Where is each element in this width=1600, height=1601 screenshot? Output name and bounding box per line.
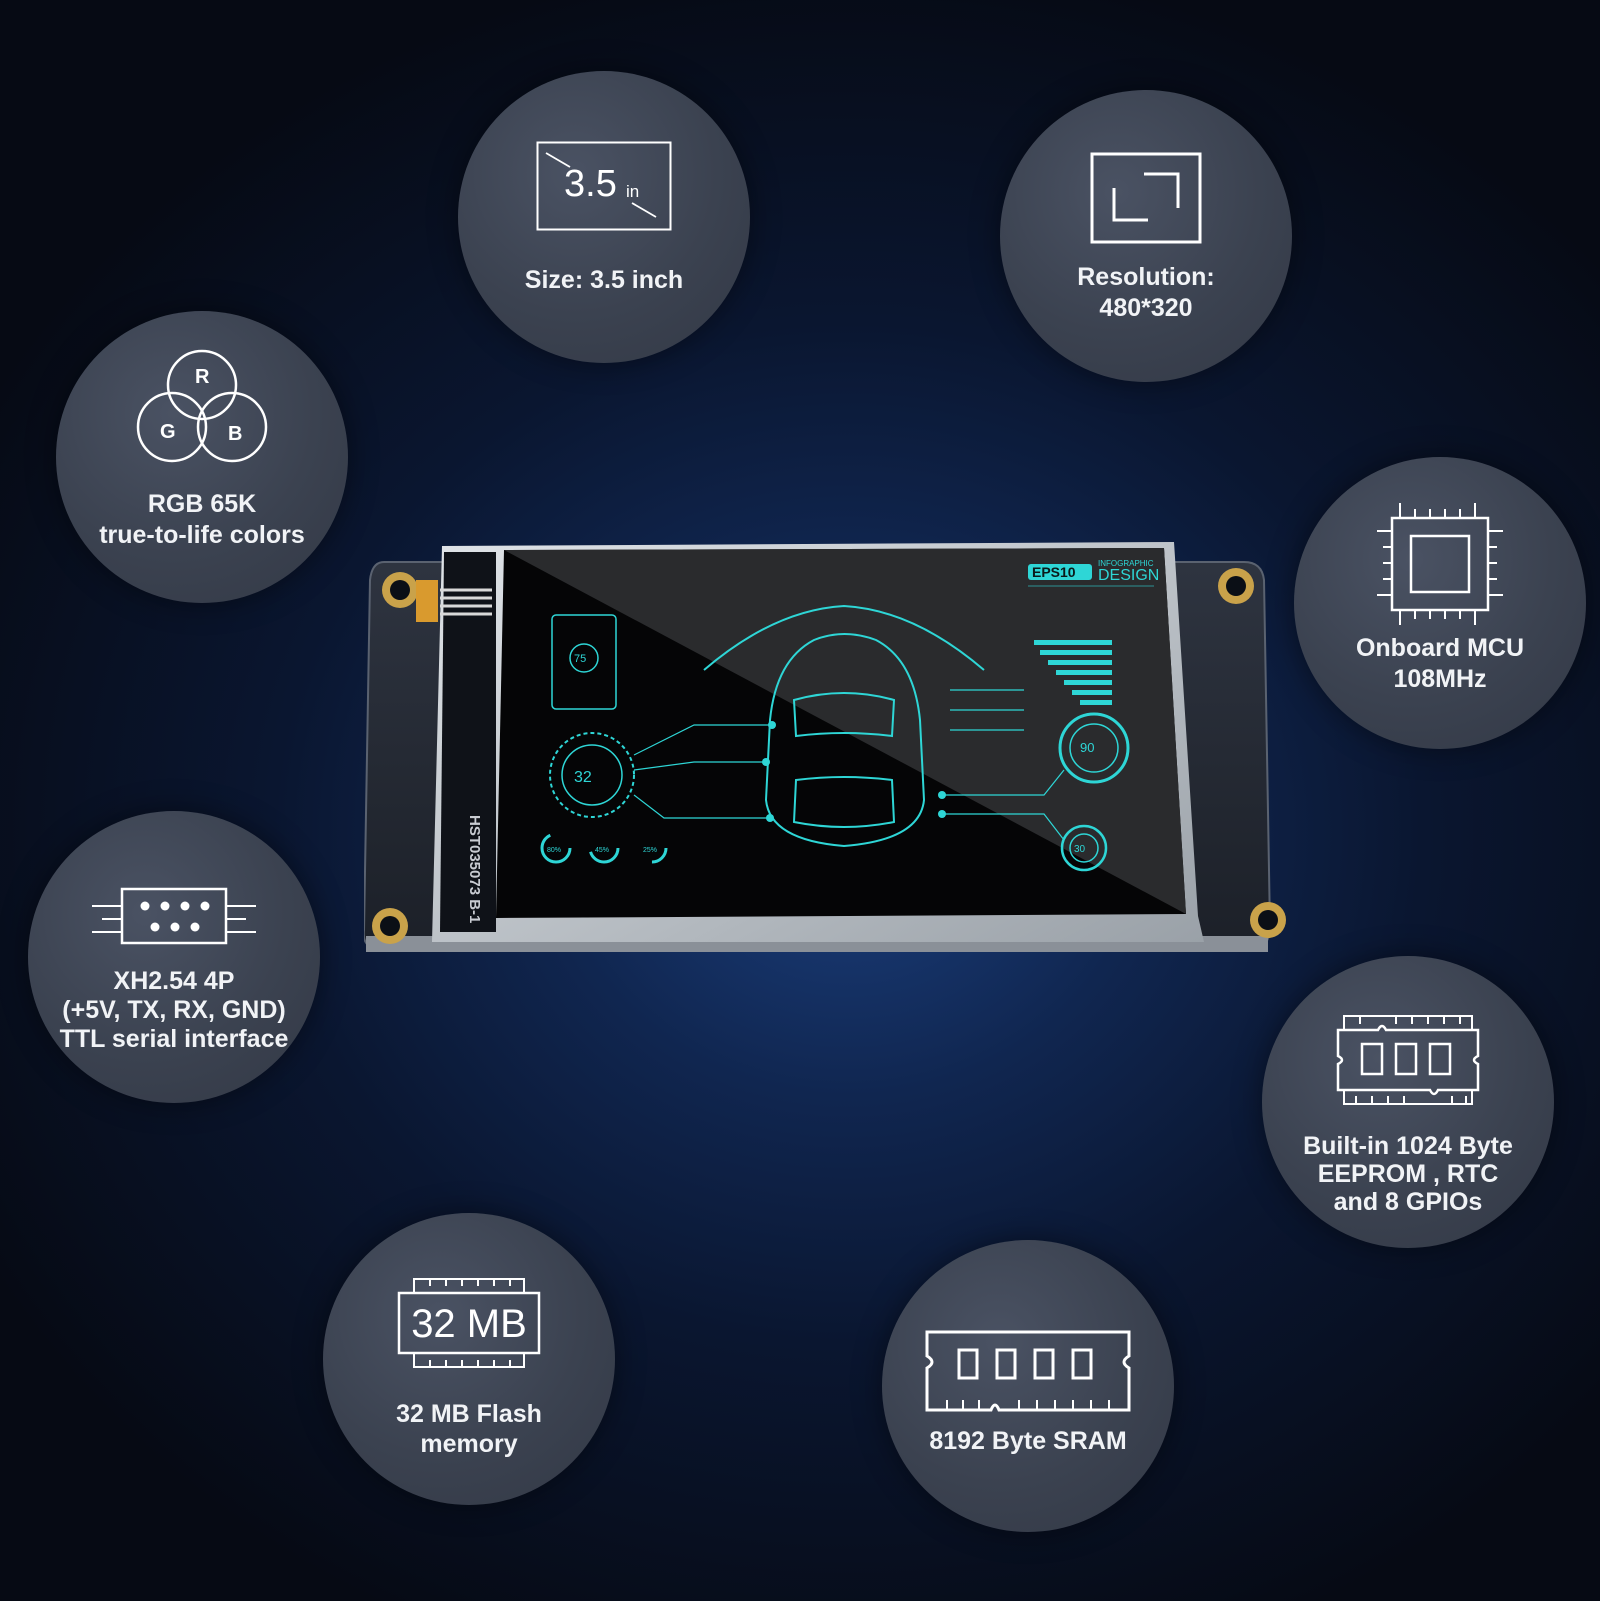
connector-icon (28, 885, 320, 947)
car-outline (703, 604, 985, 848)
feature-rgb: R G B RGB 65K true-to-life colors (56, 311, 348, 603)
size-icon-value: 3.5 (564, 163, 617, 205)
screen-heading-top: INFOGRAPHIC (1098, 559, 1154, 568)
resolution-corner-icon (1000, 152, 1292, 244)
flash-icon-text: 32 MB (411, 1302, 527, 1346)
feature-xh-connector: XH2.54 4P (+5V, TX, RX, GND) TTL serial … (28, 811, 320, 1103)
flash-chip-icon: 32 MB (323, 1271, 615, 1375)
screen-ring-3: 25% (643, 847, 657, 854)
size-icon-unit: in (626, 182, 639, 201)
screen-gauge-right: 90 (1080, 740, 1094, 755)
feature-size-label: Size: 3.5 inch (524, 266, 684, 294)
feature-sram-label: 8192 Byte SRAM (929, 1427, 1127, 1455)
feature-rgb-label: RGB 65K true-to-life colors (99, 490, 305, 549)
ram-stick-icon (882, 1328, 1174, 1414)
feature-mcu-label: Onboard MCU 108MHz (1355, 634, 1525, 693)
screen-callout-lines (633, 689, 1065, 841)
screen-ring-2: 45% (595, 847, 609, 854)
feature-eeprom: Built-in 1024 Byte EEPROM , RTC and 8 GP… (1262, 956, 1554, 1248)
screen-bar-stack (1034, 640, 1112, 705)
screen-gauge-main: 32 (574, 769, 592, 786)
feature-flash-label: 32 MB Flash memory (396, 1400, 542, 1458)
screen-badge: EPS10 (1032, 564, 1076, 580)
screen-diagonal-icon: 3.5 in (458, 141, 750, 231)
rgb-r-letter: R (195, 366, 210, 388)
chip-icon (1294, 501, 1586, 627)
screen-ring-1: 80% (547, 847, 561, 854)
screen-gauge-small: 30 (1074, 844, 1086, 855)
rgb-g-letter: G (160, 421, 176, 443)
memory-module-icon (1262, 1012, 1554, 1108)
feature-flash: 32 MB 32 MB Flash memory (323, 1213, 615, 1505)
feature-size: 3.5 in Size: 3.5 inch (458, 71, 750, 363)
feature-resolution: Resolution: 480*320 (1000, 90, 1292, 382)
feature-sram: 8192 Byte SRAM (882, 1240, 1174, 1532)
display-module: HST035073 B-1 EPS10 INFOGRAPHIC DESIGN 7… (362, 540, 1294, 975)
mounting-holes (372, 568, 1286, 944)
pcb-model-text: HST035073 B-1 (466, 815, 483, 923)
lcd-screen: EPS10 INFOGRAPHIC DESIGN 75 32 80% (496, 548, 1186, 918)
rgb-circles-icon: R G B (56, 349, 348, 463)
feature-eeprom-label: Built-in 1024 Byte EEPROM , RTC and 8 GP… (1303, 1132, 1513, 1216)
screen-gauge-left: 75 (574, 653, 586, 665)
feature-resolution-label: Resolution: 480*320 (1077, 263, 1215, 322)
feature-xh-label: XH2.54 4P (+5V, TX, RX, GND) TTL serial … (59, 967, 289, 1053)
rgb-b-letter: B (228, 423, 242, 445)
screen-heading-main: DESIGN (1098, 567, 1159, 584)
feature-mcu: Onboard MCU 108MHz (1294, 457, 1586, 749)
